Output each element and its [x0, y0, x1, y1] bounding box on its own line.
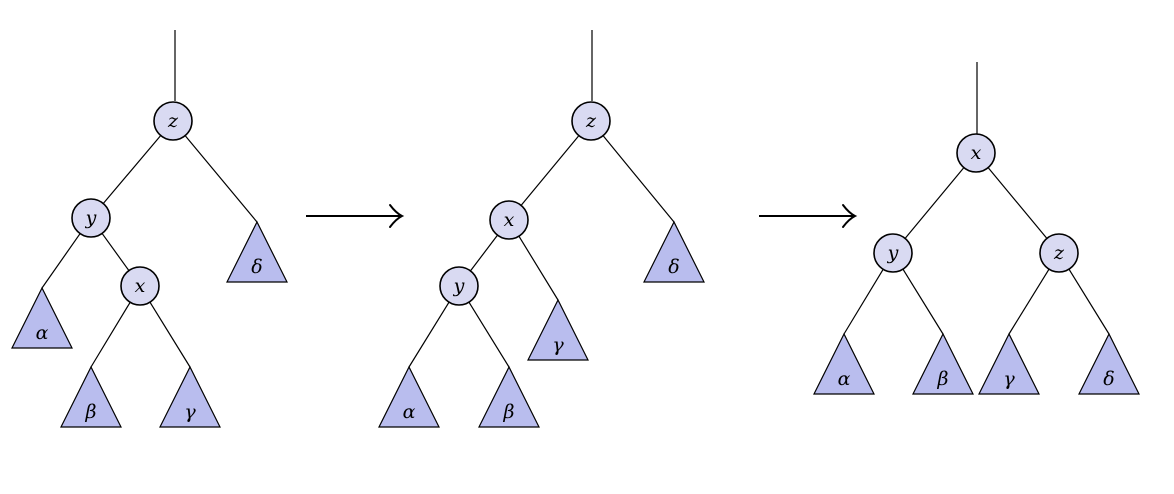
node-label: y: [453, 275, 465, 297]
edge-y-beta: [902, 268, 944, 335]
subtree-label: β: [503, 401, 515, 423]
edge-y-alpha: [408, 301, 450, 368]
subtree-label: δ: [251, 256, 262, 278]
node-label: x: [504, 209, 515, 231]
subtree-triangle: [60, 365, 122, 428]
edge-z-y: [102, 135, 162, 204]
subtree-delta: δ: [643, 220, 705, 283]
subtree-alpha: α: [813, 332, 875, 395]
node-x: x: [120, 266, 160, 306]
transform-arrow-2: [759, 204, 858, 228]
edge-x-y: [469, 234, 499, 272]
edge-y-alpha: [843, 268, 884, 335]
subtree-label: α: [838, 368, 851, 390]
tree-3: α β γ δ x y z: [813, 62, 1140, 395]
subtree-triangle: [912, 332, 974, 395]
node-circle: [120, 266, 160, 306]
node-circle: [1039, 233, 1079, 273]
edge-z-x: [520, 135, 580, 206]
arrow-head: [389, 204, 405, 228]
subtree-triangle: [527, 298, 589, 361]
edge-z-delta: [602, 135, 675, 223]
node-label: y: [887, 242, 899, 264]
subtree-alpha: α: [378, 365, 440, 428]
subtree-label: γ: [552, 334, 564, 356]
node-z: z: [153, 101, 193, 141]
node-label: z: [585, 110, 597, 132]
subtree-triangle: [813, 332, 875, 395]
edge-y-x: [101, 233, 130, 271]
edge-z-gamma: [1008, 268, 1050, 335]
node-circle: [571, 101, 611, 141]
transform-arrow-1: [306, 204, 405, 228]
tree-2: α β γ δ z x y: [378, 30, 705, 428]
edge-x-y: [904, 167, 965, 239]
node-circle: [153, 101, 193, 141]
subtree-triangle: [11, 286, 73, 349]
node-circle: [489, 200, 529, 240]
node-y: y: [873, 233, 913, 273]
subtree-beta: β: [60, 365, 122, 428]
subtree-beta: β: [912, 332, 974, 395]
subtree-delta: δ: [226, 220, 288, 283]
subtree-gamma: γ: [159, 365, 221, 428]
subtree-gamma: γ: [978, 332, 1040, 395]
edge-z-delta: [184, 135, 258, 223]
node-label: x: [971, 142, 982, 164]
node-circle: [439, 266, 479, 306]
node-label: z: [1053, 242, 1065, 264]
subtree-label: δ: [1103, 368, 1114, 390]
node-circle: [873, 233, 913, 273]
edge-y-beta: [468, 301, 510, 368]
node-label: y: [85, 207, 97, 229]
edge-y-alpha: [41, 233, 81, 289]
subtree-delta: δ: [1078, 332, 1140, 395]
edge-x-beta: [90, 301, 131, 368]
edge-z-delta: [1068, 268, 1110, 335]
node-z: z: [571, 101, 611, 141]
node-circle: [956, 133, 996, 173]
subtree-label: γ: [184, 401, 196, 423]
subtree-alpha: α: [11, 286, 73, 349]
edge-x-gamma: [149, 301, 191, 368]
node-y: y: [71, 198, 111, 238]
edge-x-z: [987, 167, 1048, 239]
subtree-label: β: [937, 368, 949, 390]
subtree-beta: β: [478, 365, 540, 428]
node-circle: [71, 198, 111, 238]
subtree-label: α: [36, 322, 49, 344]
edge-x-gamma: [518, 235, 559, 301]
node-x: x: [489, 200, 529, 240]
subtree-triangle: [226, 220, 288, 283]
subtree-triangle: [478, 365, 540, 428]
node-z: z: [1039, 233, 1079, 273]
subtree-label: δ: [668, 256, 679, 278]
subtree-gamma: γ: [527, 298, 589, 361]
subtree-triangle: [159, 365, 221, 428]
node-label: z: [167, 110, 179, 132]
subtree-triangle: [378, 365, 440, 428]
subtree-label: γ: [1003, 368, 1015, 390]
node-y: y: [439, 266, 479, 306]
subtree-triangle: [978, 332, 1040, 395]
subtree-label: α: [403, 401, 416, 423]
node-label: x: [135, 275, 146, 297]
subtree-triangle: [1078, 332, 1140, 395]
subtree-label: β: [85, 401, 97, 423]
tree-1: α β γ δ z y x: [11, 30, 288, 428]
subtree-triangle: [643, 220, 705, 283]
arrow-head: [842, 204, 858, 228]
node-x: x: [956, 133, 996, 173]
